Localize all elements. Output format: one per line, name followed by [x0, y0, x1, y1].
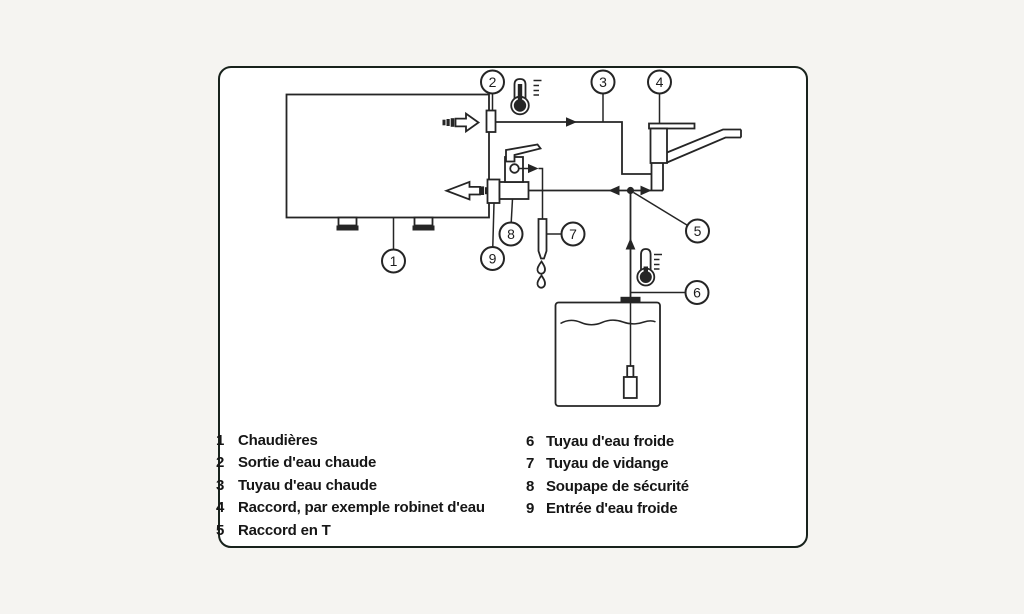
tee-junction [528, 185, 663, 196]
hot-outlet-fitting [485, 109, 497, 133]
callout-3: 3 [590, 69, 616, 122]
legend-label: Raccord, par exemple robinet d'eau [238, 498, 485, 516]
legend-number: 6 [526, 432, 535, 450]
flow-arrow-right-icon [566, 117, 577, 127]
tee-arrow-left-icon [608, 185, 620, 196]
legend-label: Soupape de sécurité [546, 477, 689, 495]
svg-text:2: 2 [489, 74, 497, 90]
thermometer-cold-icon [636, 248, 662, 287]
legend-label: Tuyau d'eau chaude [238, 476, 377, 494]
faucet-spout [666, 128, 742, 164]
svg-text:3: 3 [599, 74, 607, 90]
legend-label: Sortie d'eau chaude [238, 453, 377, 471]
callout-8: 8 [498, 198, 524, 247]
boiler [285, 93, 492, 231]
callout-9: 9 [480, 202, 505, 271]
legend-label: Chaudières [238, 431, 318, 449]
water-tank [554, 296, 661, 407]
legend-label: Tuyau de vidange [546, 454, 669, 472]
intake-weight [622, 365, 638, 399]
legend-item: 4 Raccord, par exemple robinet d'eau [216, 497, 485, 517]
diagram-panel [218, 66, 808, 548]
legend-item: 5 Raccord en T [216, 520, 331, 540]
legend-item: 7 Tuyau de vidange [526, 453, 669, 473]
svg-text:1: 1 [390, 253, 398, 269]
svg-text:6: 6 [693, 285, 701, 301]
tank-fitting [620, 296, 641, 303]
callout-6: 6 [630, 280, 710, 305]
drain-pipe [536, 167, 548, 289]
boiler-foot [336, 216, 359, 231]
cold-inlet-fitting [486, 178, 501, 204]
cold-water-in-arrow-icon [443, 180, 492, 201]
svg-text:4: 4 [656, 74, 664, 90]
legend-item: 6 Tuyau d'eau froide [526, 431, 674, 451]
thermometer-hot-icon [510, 78, 542, 116]
legend-number: 1 [216, 431, 225, 449]
water-drop-icon [536, 273, 546, 289]
legend-number: 4 [216, 498, 225, 516]
water-drop-icon [536, 259, 546, 275]
legend-item: 3 Tuyau d'eau chaude [216, 475, 377, 495]
water-line [560, 319, 656, 326]
flow-arrow-up-icon [625, 238, 636, 250]
legend-item: 8 Soupape de sécurité [526, 476, 689, 496]
callout-7: 7 [546, 221, 586, 247]
drain-arrow-icon [528, 163, 539, 174]
legend-item: 9 Entrée d'eau froide [526, 498, 678, 518]
legend-number: 8 [526, 477, 535, 495]
legend-number: 7 [526, 454, 535, 472]
legend-number: 5 [216, 521, 225, 539]
svg-text:5: 5 [694, 223, 702, 239]
legend-number: 3 [216, 476, 225, 494]
svg-text:8: 8 [507, 226, 515, 242]
legend-item: 1 Chaudières [216, 430, 318, 450]
hot-water-out-arrow-icon [442, 111, 481, 134]
hot-water-pipe [495, 117, 652, 175]
legend-label: Tuyau d'eau froide [546, 432, 675, 450]
callout-2: 2 [480, 69, 505, 111]
svg-text:9: 9 [489, 251, 497, 267]
tee-arrow-right-icon [640, 185, 652, 196]
safety-valve [498, 143, 543, 200]
cold-water-pipe [625, 190, 636, 297]
faucet [648, 122, 742, 191]
legend-number: 9 [526, 499, 535, 517]
callout-1: 1 [381, 217, 406, 274]
callout-4: 4 [647, 69, 672, 124]
boiler-foot [412, 216, 435, 231]
legend-label: Raccord en T [238, 521, 331, 539]
svg-text:7: 7 [569, 226, 577, 242]
legend-label: Entrée d'eau froide [546, 499, 678, 517]
callout-5: 5 [633, 191, 710, 244]
drain-port [509, 163, 520, 174]
legend-item: 2 Sortie d'eau chaude [216, 452, 376, 472]
legend-number: 2 [216, 453, 225, 471]
safety-valve-lever [505, 143, 543, 163]
